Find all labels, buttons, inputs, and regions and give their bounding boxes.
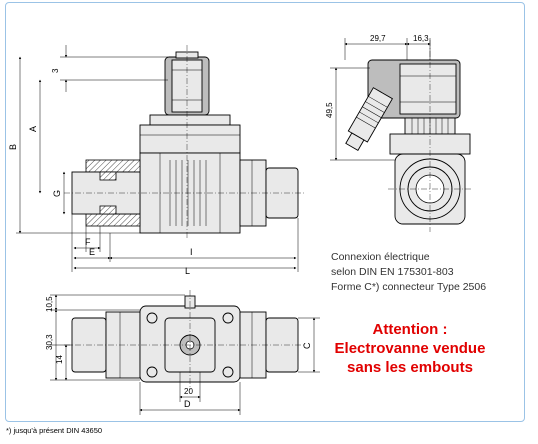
dim-C: C [302,342,312,349]
dim-20: 20 [184,387,193,396]
attention-title: Attention : [372,321,448,338]
dim-A: A [28,126,38,132]
dim-3: 3 [51,68,60,73]
drawing-frame [5,2,525,422]
dim-F: F [85,237,91,247]
dim-B: B [8,144,18,150]
top-view [64,290,306,390]
dim-D: D [184,399,191,409]
attention-line-2: Electrovanne vendue [334,340,486,357]
dim-E: E [89,247,95,257]
dim-30-3: 30,3 [45,334,54,350]
side-view-dimensions: 29,7 16,3 49,5 [325,34,431,161]
top-view-dimensions: 10,5 30,3 14 20 D C [45,294,320,415]
electrical-connection-info: Connexion électrique selon DIN EN 175301… [331,250,486,295]
side-view [345,40,472,232]
front-view-dimensions: 3 A B G F E I L [8,45,299,276]
info-line-3: Forme C*) connecteur Type 2506 [331,281,487,293]
front-view [64,45,306,240]
info-line-2: selon DIN EN 175301-803 [331,266,454,278]
dim-14: 14 [55,355,64,364]
dim-I: I [190,247,193,257]
info-line-1: Connexion électrique [331,251,430,263]
dim-10-5: 10,5 [45,296,54,312]
attention-notice: Attention : Electrovanne vendue sans les… [330,320,490,377]
dim-L: L [185,266,190,276]
dim-29-7: 29,7 [370,34,386,43]
dim-G: G [52,190,62,197]
footnote: *) jusqu'à présent DIN 43650 [6,426,103,435]
dim-16-3: 16,3 [413,34,429,43]
dim-49-5: 49,5 [325,102,334,118]
attention-line-3: sans les embouts [347,359,473,376]
